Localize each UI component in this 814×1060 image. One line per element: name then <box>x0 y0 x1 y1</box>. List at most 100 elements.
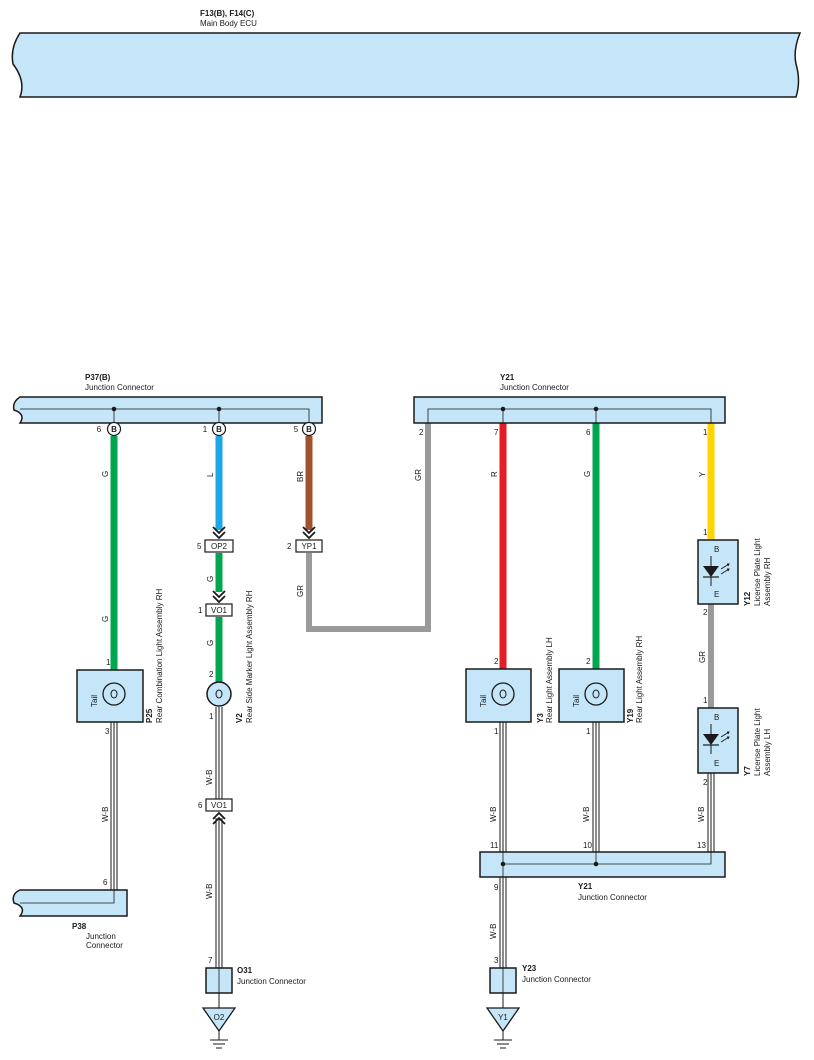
y21-pin-10: 10 <box>583 841 592 850</box>
y7-code: Y7 <box>743 766 752 776</box>
label-r: R <box>490 471 499 477</box>
diagram-text-27: 1 <box>703 528 708 537</box>
diagram-text-25: B <box>714 545 719 554</box>
y21-pin-6: 6 <box>586 428 591 437</box>
p37-pin6-marker: B 6 <box>97 421 122 437</box>
label-wb-5: W-B <box>582 807 591 822</box>
diagram-text-2: B <box>216 425 222 434</box>
diagram-text-11: 2 <box>287 542 292 551</box>
diagram-text-15: 1 <box>106 658 111 667</box>
wire-wb-y7-y21 <box>707 773 715 852</box>
diagram-text-9: 1 <box>198 606 203 615</box>
p25-name: Rear Combination Light Assembly RH <box>155 588 164 723</box>
label-br: BR <box>296 471 305 482</box>
diagram-text-28: 2 <box>703 608 708 617</box>
label-wb-1: W-B <box>101 807 110 822</box>
v2-rear-side-marker-light: 2 1 V2 Rear Side Marker Light Assembly R… <box>206 590 254 723</box>
y21-top-junction-connector: Y21 Junction Connector 2 7 6 1 <box>413 373 726 437</box>
diagram-text-20: 2 <box>494 657 499 666</box>
y12-code: Y12 <box>743 591 752 606</box>
label-gr-1: GR <box>296 585 305 597</box>
p37-code: P37(B) <box>85 373 111 382</box>
p37-junction-connector: P37(B) Junction Connector B 6 B 1 B 5 <box>12 373 323 437</box>
y21-pin-11: 11 <box>490 841 499 850</box>
y21-pin-1: 1 <box>703 428 708 437</box>
wire-wb-y21-y23 <box>499 877 507 968</box>
wire-wb-y19-y21 <box>592 722 600 852</box>
diagram-text-13: 6 <box>198 801 203 810</box>
y23-junction-connector: 3 Y23 Junction Connector <box>489 956 591 994</box>
label-l: L <box>206 472 215 477</box>
y21-bottom-junction-connector: 11 10 13 9 Y21 Junction Connector <box>479 841 726 902</box>
v2-code: V2 <box>235 713 244 723</box>
y21-pin-9: 9 <box>494 883 499 892</box>
diagram-text-21: 1 <box>494 727 499 736</box>
label-wb-7: W-B <box>489 924 498 939</box>
y23-name: Junction Connector <box>522 975 591 984</box>
p37-pin1-marker: B 1 <box>203 421 227 437</box>
label-wb-2: W-B <box>205 770 214 785</box>
y21-pin-2: 2 <box>419 428 424 437</box>
wire-gr-loop <box>306 423 431 632</box>
p38-name-line2: Connector <box>86 941 123 950</box>
label-wb-4: W-B <box>489 807 498 822</box>
y7-name-line1: License Plate Light <box>753 708 762 776</box>
diagram-text-6: OP2 <box>211 542 228 551</box>
v2-name: Rear Side Marker Light Assembly RH <box>245 590 254 723</box>
y21-pin-13: 13 <box>697 841 706 850</box>
y7-name-line2: Assembly LH <box>763 729 772 776</box>
diagram-text-17: 2 <box>209 670 214 679</box>
wire-wb-vo1-o31 <box>215 818 223 968</box>
p25-code: P25 <box>145 708 154 723</box>
diagram-text-4: B <box>306 425 312 434</box>
diagram-text-26: E <box>714 590 719 599</box>
diagram-text-18: 1 <box>209 712 214 721</box>
y12-name-line2: Assembly RH <box>763 557 772 606</box>
y19-name: Rear Light Assembly RH <box>635 636 644 723</box>
label-g-2: G <box>101 616 110 622</box>
ground-o2: O2 <box>201 1007 237 1049</box>
o31-code: O31 <box>237 966 253 975</box>
label-g-1: G <box>101 471 110 477</box>
y19-rear-light-rh: Tail 2 1 Y19 Rear Light Assembly RH <box>558 636 644 736</box>
diagram-text-16: 3 <box>105 727 110 736</box>
ground-y1-label: Y1 <box>498 1013 508 1022</box>
o31-name: Junction Connector <box>237 977 306 986</box>
diagram-text-29: B <box>714 713 719 722</box>
diagram-text-3: 1 <box>203 425 208 434</box>
diagram-text-14: Tail <box>90 695 99 707</box>
y12-name-line1: License Plate Light <box>753 538 762 606</box>
y21-top-code: Y21 <box>500 373 515 382</box>
y7-license-plate-light-lh: B E 1 2 Y7 License Plate Light Assembly … <box>697 696 772 787</box>
label-g-4: G <box>206 640 215 646</box>
p25-rear-combination-light: Tail 1 3 P25 Rear Combination Light Asse… <box>76 588 164 736</box>
wire-wb-v2-vo1 <box>215 707 223 800</box>
y3-code: Y3 <box>536 713 545 723</box>
diagram-text-22: Tail <box>572 695 581 707</box>
yp1-inline-connector: YP1 2 <box>287 526 323 553</box>
diagram-text-31: 1 <box>703 696 708 705</box>
p38-name-line1: Junction <box>86 932 116 941</box>
diagram-text-12: VO1 <box>211 801 228 810</box>
label-y: Y <box>698 471 707 477</box>
main-body-ecu: F13(B), F14(C) Main Body ECU <box>11 9 802 98</box>
diagram-text-0: B <box>111 425 117 434</box>
y21-bottom-code: Y21 <box>578 882 593 891</box>
ground-o2-icon <box>210 1039 228 1049</box>
diagram-text-7: 5 <box>197 542 202 551</box>
diagram-text-32: 2 <box>703 778 708 787</box>
ecu-code: F13(B), F14(C) <box>200 9 255 18</box>
label-gr-2: GR <box>414 469 423 481</box>
vo1-inline-connector-b: VO1 6 <box>198 798 233 825</box>
diagram-text-10: YP1 <box>301 542 317 551</box>
diagram-text-23: 2 <box>586 657 591 666</box>
diagram-text-35: 3 <box>494 956 499 965</box>
wires <box>110 423 715 1040</box>
op2-inline-connector: OP2 5 <box>197 526 234 553</box>
label-gr-3: GR <box>698 651 707 663</box>
p37-name: Junction Connector <box>85 383 154 392</box>
y19-code: Y19 <box>626 708 635 723</box>
p37-pin5-marker: B 5 <box>294 421 317 437</box>
y12-license-plate-light-rh: B E 1 2 Y12 License Plate Light Assembly… <box>697 528 772 617</box>
